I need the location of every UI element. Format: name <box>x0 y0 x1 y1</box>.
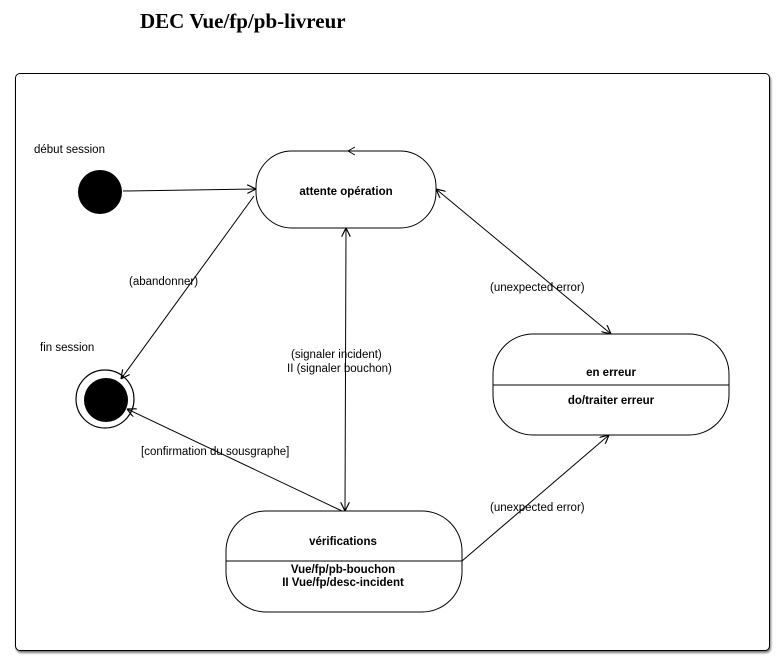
attente-entry-arrowhead <box>347 146 356 156</box>
transition-signaler <box>345 228 346 511</box>
state-en-erreur-name: en erreur <box>586 367 636 379</box>
transition-unexpected-error-top-label: (unexpected error) <box>490 282 585 294</box>
transition-confirmation <box>127 409 343 512</box>
state-attente-operation-name: attente opération <box>299 186 392 198</box>
transition-signaler-label-2: II (signaler bouchon) <box>287 363 392 375</box>
initial-state <box>78 170 122 214</box>
transition-unexpected-error-bottom <box>461 435 609 562</box>
initial-state-label: début session <box>34 144 105 156</box>
transition-signaler-label-1: (signaler incident) <box>291 349 382 361</box>
transition-start <box>122 189 256 191</box>
transition-abandonner-label: (abandonner) <box>129 276 198 288</box>
state-verifications-activity-2: II Vue/fp/desc-incident <box>282 577 404 589</box>
transition-unexpected-error-bottom-label: (unexpected error) <box>490 502 585 514</box>
transition-unexpected-error-top <box>436 189 611 334</box>
transition-abandonner <box>121 195 255 379</box>
transition-confirmation-label: [confirmation du sousgraphe] <box>141 446 289 458</box>
diagram-title: DEC Vue/fp/pb-livreur <box>140 9 346 33</box>
final-state <box>84 378 128 422</box>
state-verifications-activity-1: Vue/fp/pb-bouchon <box>291 564 395 576</box>
final-state-label: fin session <box>40 342 94 354</box>
state-verifications-name: vérifications <box>309 536 377 548</box>
state-en-erreur-activity: do/traiter erreur <box>568 395 655 407</box>
